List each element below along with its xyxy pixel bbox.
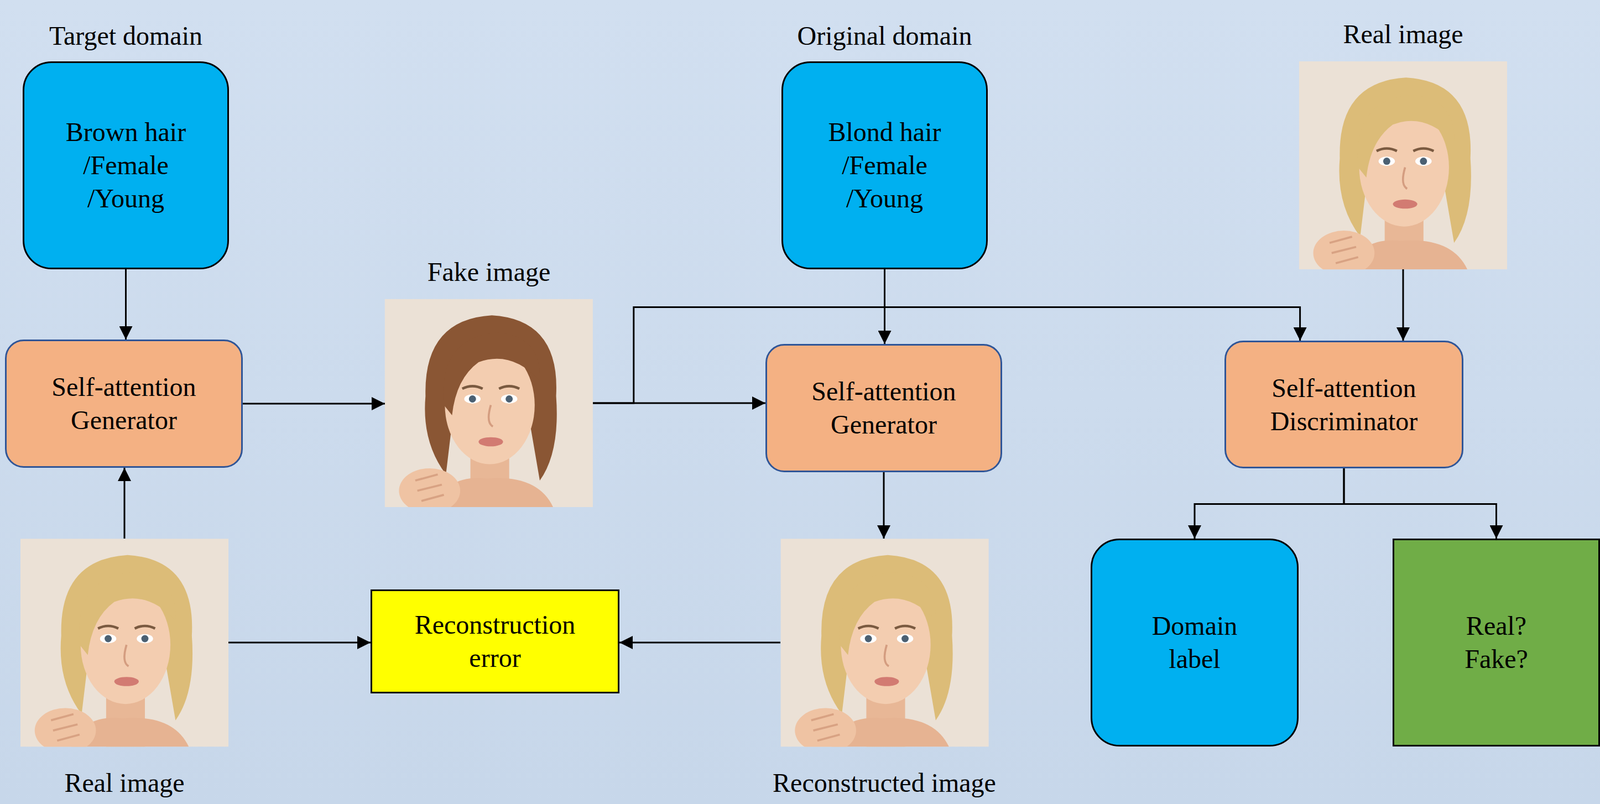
caption-label: Target domain [49, 21, 203, 51]
reconstructed-face-photo [780, 538, 989, 753]
box-text: Self-attention Generator [791, 374, 976, 442]
generator-box: Self-attention Generator [765, 344, 1003, 473]
caption-label: Real image [1342, 19, 1463, 50]
loss-box: Reconstruction error [370, 589, 620, 694]
fake-face-photo [384, 299, 593, 514]
caption-label: Real image [64, 768, 185, 799]
image-node: Fake image [384, 299, 593, 508]
flow-arrow [242, 403, 385, 405]
output-box: Domain label [1090, 538, 1299, 747]
domain-box: Target domainBrown hair /Female /Young [22, 61, 229, 270]
caption-label: Original domain [797, 21, 973, 51]
real-face-photo [1299, 61, 1508, 276]
box-text: Brown hair /Female /Young [49, 115, 203, 216]
image-node: Real image [20, 538, 229, 747]
flow-arrow [883, 269, 886, 345]
real-face-photo [20, 538, 229, 753]
flow-arrow [1343, 468, 1497, 539]
box-text: Self-attention Discriminator [1252, 371, 1436, 439]
flow-arrow [123, 467, 126, 539]
discriminator-box: Self-attention Discriminator [1224, 340, 1464, 469]
flow-arrow [619, 642, 781, 644]
image-node: Reconstructed image [780, 538, 989, 747]
box-text: Domain label [1138, 609, 1252, 676]
flow-arrow [883, 472, 885, 539]
flow-arrow [1194, 468, 1344, 539]
generator-box: Self-attention Generator [4, 339, 243, 468]
output-box: Real? Fake? [1392, 538, 1600, 747]
domain-box: Original domainBlond hair /Female /Young [781, 61, 988, 270]
box-text: Self-attention Generator [32, 370, 216, 437]
box-text: Reconstruction error [403, 608, 587, 675]
caption-label: Fake image [427, 257, 551, 288]
box-text: Blond hair /Female /Young [808, 115, 962, 216]
caption-label: Reconstructed image [772, 768, 997, 799]
image-node: Real image [1299, 61, 1508, 270]
flow-arrow [228, 642, 371, 644]
box-text: Real? Fake? [1450, 609, 1543, 676]
flow-arrow [1402, 269, 1405, 341]
flow-arrow [124, 269, 127, 340]
